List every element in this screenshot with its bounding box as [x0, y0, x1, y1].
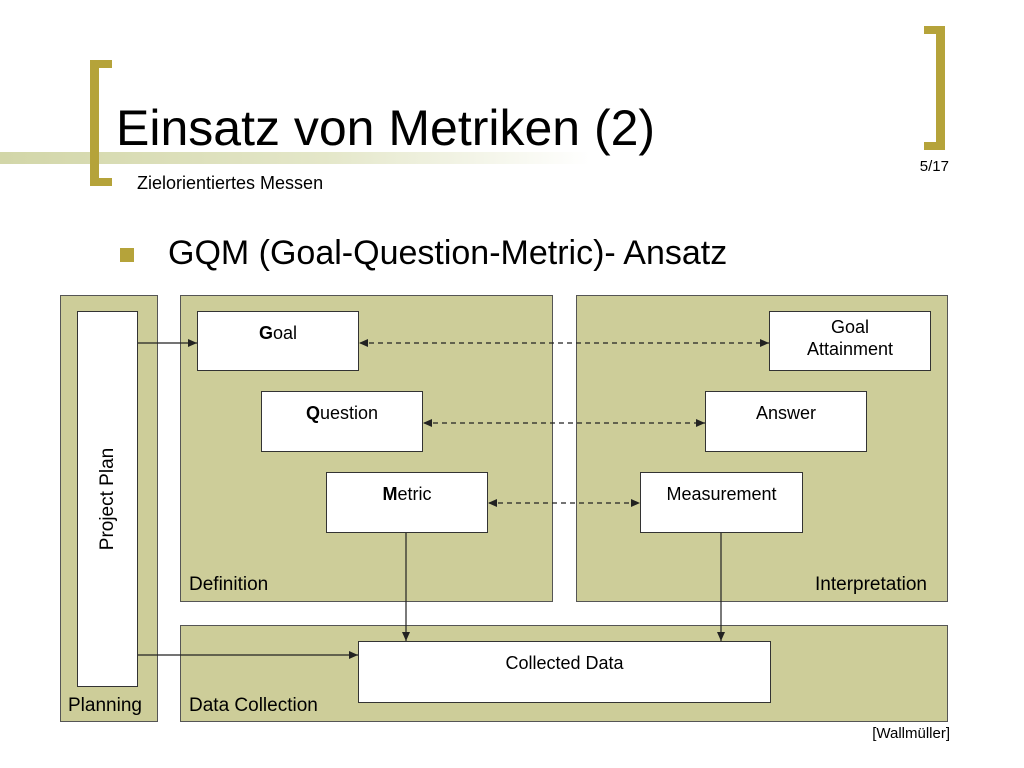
bullet-square-icon: [120, 248, 134, 262]
project-plan-node: Project Plan: [77, 311, 138, 687]
right-bracket-top: [924, 26, 945, 34]
goal-initial: G: [258, 323, 273, 343]
source-citation: [Wallmüller]: [872, 725, 950, 742]
question-initial: Q: [305, 403, 320, 423]
slide-title: Einsatz von Metriken (2): [116, 100, 656, 156]
question-rest: uestion: [319, 403, 379, 423]
slide-subtitle: Zielorientiertes Messen: [137, 173, 324, 193]
interpretation-label: Interpretation: [815, 574, 927, 595]
question-node: Question: [261, 391, 423, 452]
left-bracket-top: [90, 60, 112, 68]
metric-rest: etric: [397, 484, 432, 504]
goal-attainment-line1: Goal: [830, 317, 870, 337]
right-bracket-bottom: [924, 142, 945, 150]
bullet-text: GQM (Goal-Question-Metric)- Ansatz: [168, 234, 728, 272]
definition-label: Definition: [189, 574, 269, 595]
planning-label: Planning: [68, 695, 142, 716]
collected-data-label: Collected Data: [505, 653, 624, 673]
page-number: 5/17: [919, 158, 949, 175]
measurement-label: Measurement: [666, 484, 777, 504]
goal-attainment-line2: Attainment: [806, 339, 894, 359]
data-collection-label: Data Collection: [189, 695, 318, 716]
goal-attainment-node: Goal Attainment: [769, 311, 931, 371]
metric-node: Metric: [326, 472, 488, 533]
metric-initial: M: [382, 484, 398, 504]
collected-data-node: Collected Data: [358, 641, 771, 703]
goal-node: Goal: [197, 311, 359, 371]
goal-rest: oal: [272, 323, 298, 343]
right-bracket-vertical: [936, 26, 945, 150]
left-bracket-bottom: [90, 178, 112, 186]
answer-node: Answer: [705, 391, 867, 452]
measurement-node: Measurement: [640, 472, 803, 533]
left-bracket-vertical: [90, 60, 99, 186]
answer-label: Answer: [755, 403, 817, 423]
title-underline-bar: [0, 152, 590, 164]
